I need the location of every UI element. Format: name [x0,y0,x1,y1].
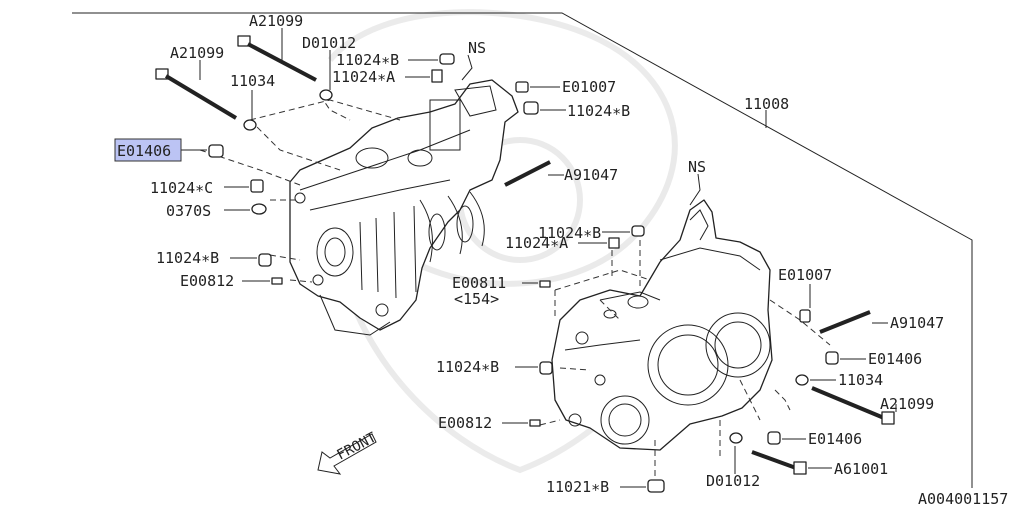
callout-11024b-mid[interactable]: 11024∗B [538,224,601,242]
callout-ns-right[interactable]: NS [688,158,706,176]
bolt-a21099-left [155,68,238,120]
right-crankcase-half [551,199,773,451]
leader-lines [180,28,897,488]
dowel-e01406-lower [767,431,781,445]
plug-11024b-left [258,253,272,267]
front-label: FRONT [334,429,379,463]
reference-number: A004001157 [918,490,1008,508]
bolt-a21099-top [237,35,317,82]
plug-11024a-top [431,69,443,83]
left-fasteners [155,35,551,285]
dashed-guides [199,94,831,480]
oring-0370s [251,203,267,215]
callout-11024c[interactable]: 11024∗C [150,179,213,197]
callout-e00811-qty[interactable]: <154> [454,290,499,308]
highlight-box[interactable] [114,138,182,162]
callout-e01406-lower[interactable]: E01406 [808,430,862,448]
bolt-a21099-right [811,386,895,425]
callout-e00811[interactable]: E00811 [452,274,506,292]
callout-a21099-top[interactable]: A21099 [249,12,303,30]
assembly-boundary [72,12,973,488]
callout-e01007-top[interactable]: E01007 [562,78,616,96]
callout-11024b-lower[interactable]: 11024∗B [436,358,499,376]
callout-11024b-left[interactable]: 11024∗B [156,249,219,267]
dowel-e01007-top [515,81,529,93]
callout-a91047-right[interactable]: A91047 [890,314,944,332]
callout-e01406-left[interactable]: E01406 [117,142,171,160]
pin-e00812-left [271,277,283,285]
stud-a91047-left [504,160,551,187]
callout-e00812-lower[interactable]: E00812 [438,414,492,432]
callout-labels: A21099 A21099 D01012 11034 11024∗B 11024… [117,12,1008,508]
callout-e00812-left[interactable]: E00812 [180,272,234,290]
callout-11008[interactable]: 11008 [744,95,789,113]
washer-11034-right [795,374,809,386]
callout-e01406-right[interactable]: E01406 [868,350,922,368]
front-arrow: FRONT [317,429,380,475]
callout-a21099-right[interactable]: A21099 [880,395,934,413]
callout-11024b-top[interactable]: 11024∗B [336,51,399,69]
washer-d01012 [319,89,333,101]
washer-d01012-bottom [729,432,743,444]
callout-a91047-left[interactable]: A91047 [564,166,618,184]
callout-ns-left[interactable]: NS [468,39,486,57]
callout-11024a-mid[interactable]: 11024∗A [505,234,568,252]
callout-11021b[interactable]: 11021∗B [546,478,609,496]
callout-d01012-top[interactable]: D01012 [302,34,356,52]
plug-11024c [250,179,264,193]
washer-11034 [243,119,257,131]
plug-11024a-mid [608,237,620,249]
right-fasteners [529,225,895,493]
dowel-e01406-left [208,144,224,158]
left-crankcase-half [289,79,519,336]
pin-e00811 [539,280,551,288]
callout-0370s[interactable]: 0370S [166,202,211,220]
bolt-a61001 [751,450,807,475]
dowel-e01007-right [799,309,811,323]
callout-11034-right[interactable]: 11034 [838,371,883,389]
callout-11024a-top[interactable]: 11024∗A [332,68,395,86]
pin-e00812-lower [529,419,541,427]
plug-11024b-right [523,101,539,115]
callout-11034-left[interactable]: 11034 [230,72,275,90]
dowel-e01406-right [825,351,839,365]
plug-11024b-mid [631,225,645,237]
callout-a21099-left[interactable]: A21099 [170,44,224,62]
plug-11024b-top [439,53,455,65]
plug-11024b-lower [539,361,553,375]
callout-d01012-bottom[interactable]: D01012 [706,472,760,490]
plug-11021b [647,479,665,493]
callout-11024b-right[interactable]: 11024∗B [567,102,630,120]
stud-a91047-right [819,310,871,334]
callout-e01007-right[interactable]: E01007 [778,266,832,284]
callout-a61001[interactable]: A61001 [834,460,888,478]
